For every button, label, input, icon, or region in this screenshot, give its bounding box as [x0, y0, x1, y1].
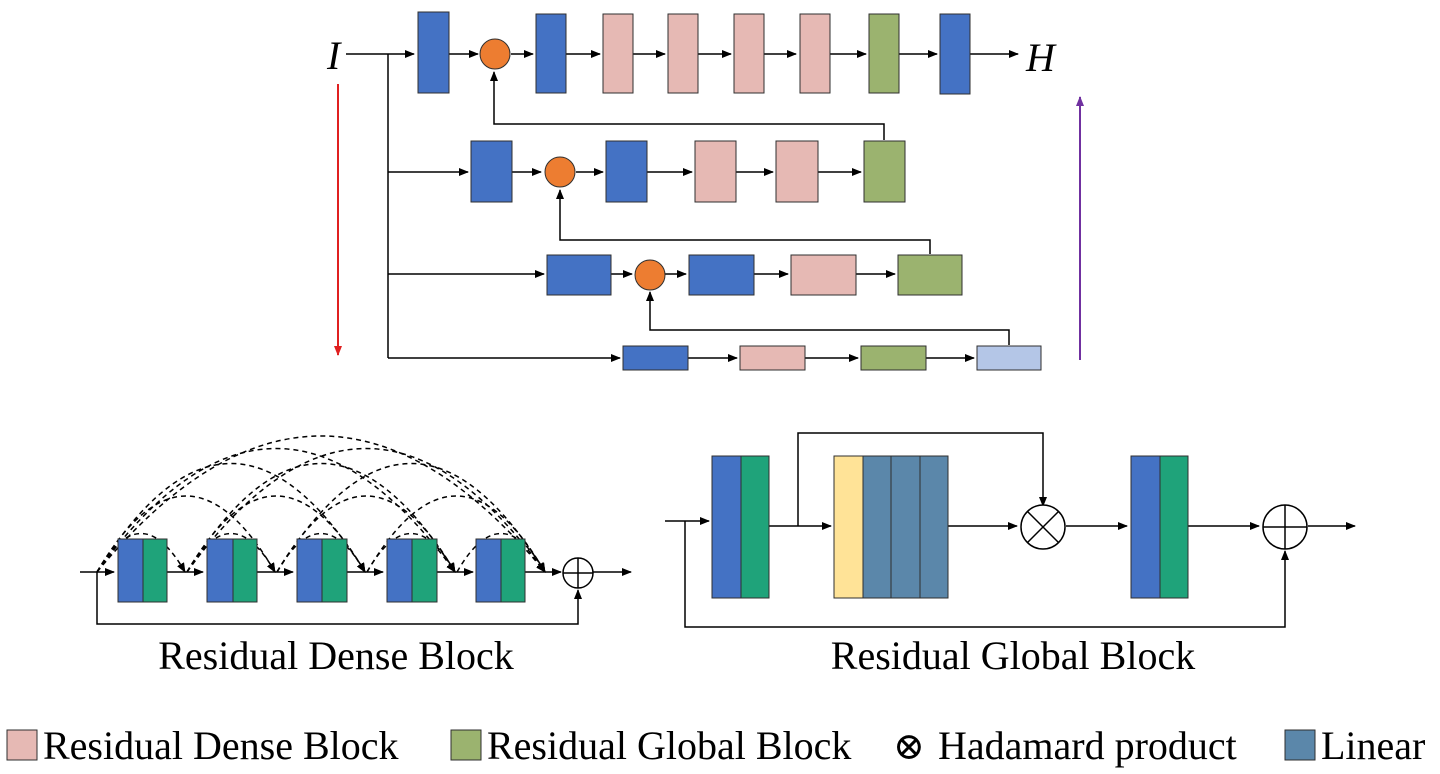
rdb-caption: Residual Dense Block [158, 633, 514, 678]
residual-dense-block [790, 254, 857, 296]
residual-dense-block-diagram [80, 435, 632, 625]
network-blocks [417, 11, 1042, 371]
add-node [479, 38, 511, 70]
conv-block [711, 455, 742, 599]
conv-block [475, 538, 502, 603]
conv-block [1159, 455, 1189, 599]
conv-block [296, 538, 323, 603]
linear-layer [919, 455, 949, 599]
input-label: I [326, 33, 342, 78]
sum-node [1262, 504, 1308, 550]
rgb-caption: Residual Global Block [831, 633, 1195, 678]
legend-hadamard-icon: ⊗ [893, 726, 925, 768]
legend-label-rdb: Residual Dense Block [43, 723, 399, 768]
linear-block [470, 140, 513, 203]
linear-block [535, 13, 567, 94]
output-label: H [1025, 35, 1057, 80]
conv-block [321, 538, 348, 603]
conv-block [740, 455, 770, 599]
conv-block [232, 538, 258, 603]
conv-block [117, 538, 144, 603]
legend-swatch-rgb [450, 729, 482, 761]
add-node [544, 156, 576, 188]
conv-block [500, 538, 526, 603]
linear-block [546, 254, 612, 296]
legend-label-rgb: Residual Global Block [487, 723, 851, 768]
residual-global-block [863, 140, 906, 203]
linear-block [417, 11, 450, 94]
conv-block [386, 538, 413, 603]
residual-dense-block [694, 140, 737, 203]
hadamard-node [1020, 504, 1066, 550]
linear-layer [862, 455, 892, 599]
legend-label-linear: Linear [1321, 723, 1425, 768]
residual-dense-block [799, 13, 831, 94]
light-linear-block [976, 345, 1042, 371]
residual-global-block [868, 13, 900, 94]
linear-block [939, 13, 971, 95]
multiscale-network [346, 50, 1019, 362]
residual-dense-block [667, 13, 699, 94]
residual-dense-block [739, 345, 806, 371]
conv-block [1130, 455, 1161, 599]
linear-layer [890, 455, 921, 599]
residual-dense-block [733, 13, 765, 94]
linear-block [688, 254, 755, 296]
conv-block [142, 538, 168, 603]
legend-label-hadamard: Hadamard product [938, 723, 1237, 768]
conv-block [411, 538, 438, 603]
residual-dense-block [602, 13, 634, 94]
legend-swatch-rdb [6, 729, 38, 761]
add-node [634, 259, 666, 291]
conv-block [206, 538, 234, 603]
residual-dense-block [775, 140, 819, 203]
residual-global-block [860, 345, 927, 371]
sum-node [562, 557, 594, 589]
residual-global-block [897, 254, 963, 296]
linear-block [605, 140, 648, 203]
legend-swatch-linear [1284, 729, 1316, 761]
residual-global-block-diagram [665, 432, 1356, 628]
linear-block [622, 345, 689, 371]
legend: Residual Dense Block Residual Global Blo… [6, 723, 1425, 768]
norm-block [833, 455, 864, 599]
dense-connections [96, 435, 546, 573]
